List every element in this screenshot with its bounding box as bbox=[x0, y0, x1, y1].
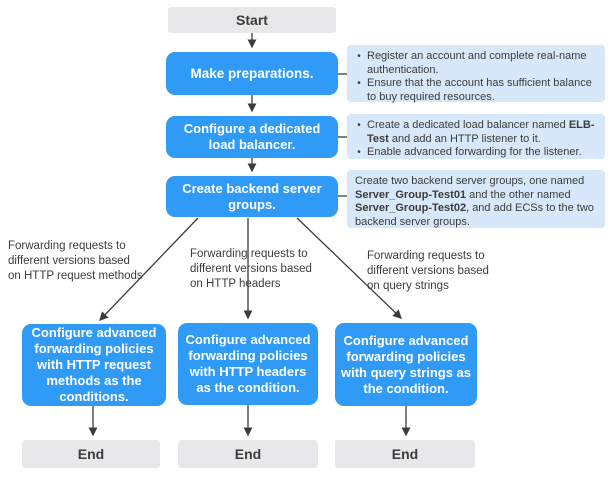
bullet-icon: • bbox=[357, 51, 361, 62]
note-make-preparations: • Register an account and complete real-… bbox=[347, 45, 605, 104]
branch-label-line: on HTTP headers bbox=[190, 278, 281, 290]
note-bullet-item: • Enable advanced forwarding for the lis… bbox=[351, 146, 597, 160]
note-configure-load-balancer: • Create a dedicated load balancer named… bbox=[347, 114, 605, 159]
note-text: Create two backend server groups, one na… bbox=[355, 175, 594, 228]
bullet-icon: • bbox=[357, 120, 361, 131]
bullet-icon: • bbox=[357, 78, 361, 89]
node-make-preparations: Make preparations. bbox=[166, 52, 338, 95]
note-bullet-item: • Ensure that the account has sufficient… bbox=[351, 77, 597, 104]
branch-label-line: on query strings bbox=[367, 280, 449, 292]
branch-label-http-headers: Forwarding requests to different version… bbox=[190, 247, 360, 292]
node-end-3: End bbox=[335, 440, 475, 468]
node-end-2: End bbox=[178, 440, 318, 468]
branch-label-line: Forwarding requests to bbox=[190, 248, 308, 260]
node-configure-load-balancer: Configure a dedicated load balancer. bbox=[166, 116, 338, 158]
branch-label-line: Forwarding requests to bbox=[8, 240, 126, 252]
node-start: Start bbox=[168, 7, 336, 33]
note-text: Ensure that the account has sufficient b… bbox=[367, 77, 592, 103]
arrow-groups-to-policy-query bbox=[296, 217, 402, 319]
node-policy-http-request-methods: Configure advanced forwarding policies w… bbox=[22, 324, 166, 406]
branch-label-http-request-methods: Forwarding requests to different version… bbox=[8, 239, 178, 284]
note-text: Register an account and complete real-na… bbox=[367, 50, 587, 76]
node-create-backend-server-groups: Create backend server groups. bbox=[166, 176, 338, 217]
node-policy-query-strings: Configure advanced forwarding policies w… bbox=[335, 323, 477, 406]
note-create-backend-server-groups: Create two backend server groups, one na… bbox=[347, 170, 605, 228]
branch-label-line: different versions based bbox=[367, 265, 489, 277]
node-policy-http-headers: Configure advanced forwarding policies w… bbox=[178, 323, 318, 405]
note-bullet-item: • Register an account and complete real-… bbox=[351, 50, 597, 77]
branch-label-line: different versions based bbox=[8, 255, 130, 267]
branch-label-line: Forwarding requests to bbox=[367, 250, 485, 262]
branch-label-query-strings: Forwarding requests to different version… bbox=[367, 249, 537, 294]
branch-label-line: on HTTP request methods bbox=[8, 270, 143, 282]
arrow-groups-to-policy-methods bbox=[99, 217, 199, 321]
node-end-1: End bbox=[22, 440, 160, 468]
note-text: Create a dedicated load balancer named E… bbox=[367, 119, 595, 145]
branch-label-line: different versions based bbox=[190, 263, 312, 275]
note-bullet-item: • Create a dedicated load balancer named… bbox=[351, 119, 597, 146]
note-text: Enable advanced forwarding for the liste… bbox=[367, 146, 582, 158]
bullet-icon: • bbox=[357, 147, 361, 158]
